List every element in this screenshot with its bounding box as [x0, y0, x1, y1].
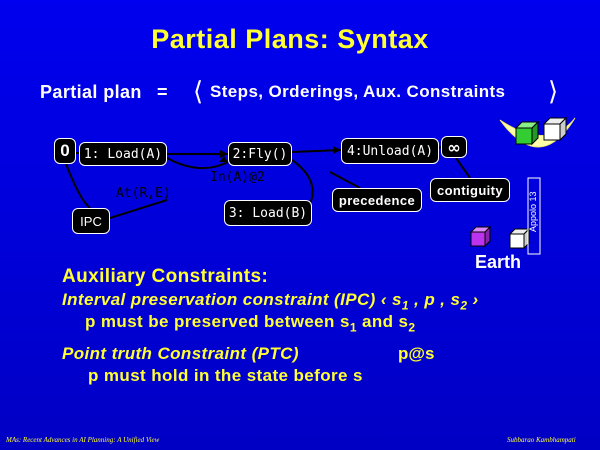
precedence-callout: precedence: [332, 188, 422, 212]
right-angle-bracket: ⟩: [548, 76, 559, 106]
causal-link-label-in-a: In(A)@2: [210, 170, 265, 185]
white-block-icon: [542, 116, 568, 142]
ipc-explain-sub-1: 1: [349, 320, 357, 335]
plan-components: Steps, Orderings, Aux. Constraints: [210, 82, 506, 101]
step-unload-a: 4:Unload(A): [341, 138, 439, 164]
ipc-explain-text: p must be preserved between s: [85, 312, 350, 331]
left-angle-bracket: ⟨: [193, 76, 204, 106]
end-step: ∞: [441, 136, 467, 158]
step-load-a: 1: Load(A): [79, 142, 167, 166]
causal-link-label-at-r-e: At(R,E): [116, 186, 171, 201]
apollo-label: Appolo 13: [528, 191, 538, 232]
start-step: 0: [54, 138, 76, 164]
ipc-sub-1: 1: [401, 298, 409, 313]
step-fly: 2:Fly(): [228, 142, 292, 166]
ipc-text: Interval preservation constraint (IPC) ‹…: [62, 290, 402, 309]
step-load-b: 3: Load(B): [224, 200, 312, 226]
ipc-definition: Interval preservation constraint (IPC) ‹…: [62, 290, 479, 312]
ipc-explain-sub-2: 2: [408, 320, 416, 335]
footer-author: Subbarao Kambhampati: [507, 436, 576, 444]
equals-sign: =: [157, 82, 168, 102]
ptc-symbol: p@s: [398, 344, 435, 363]
apollo-bar: [527, 177, 541, 255]
ptc-definition: Point truth Constraint (PTC): [62, 344, 299, 363]
ipc-mid: , p , s: [408, 290, 461, 309]
ipc-sub-2: 2: [460, 298, 468, 313]
contiguity-callout: contiguity: [430, 178, 510, 202]
ipc-explain-mid: and s: [356, 312, 409, 331]
ipc-close: ›: [467, 290, 479, 309]
purple-block-icon: [469, 225, 492, 248]
footer-course-title: MAs: Recent Advances in AI Planning: A U…: [6, 436, 160, 444]
partial-plan-label: Partial plan: [40, 82, 142, 102]
slide-title: Partial Plans: Syntax: [151, 24, 429, 54]
ptc-explanation: p must hold in the state before s: [88, 366, 363, 385]
ipc-explanation: p must be preserved between s1 and s2: [85, 312, 416, 334]
aux-constraints-heading: Auxiliary Constraints:: [62, 266, 269, 287]
blue-block-icon: [508, 227, 531, 250]
green-block-icon: [514, 120, 540, 146]
ipc-node: IPC: [72, 208, 110, 234]
earth-label: Earth: [475, 252, 522, 272]
